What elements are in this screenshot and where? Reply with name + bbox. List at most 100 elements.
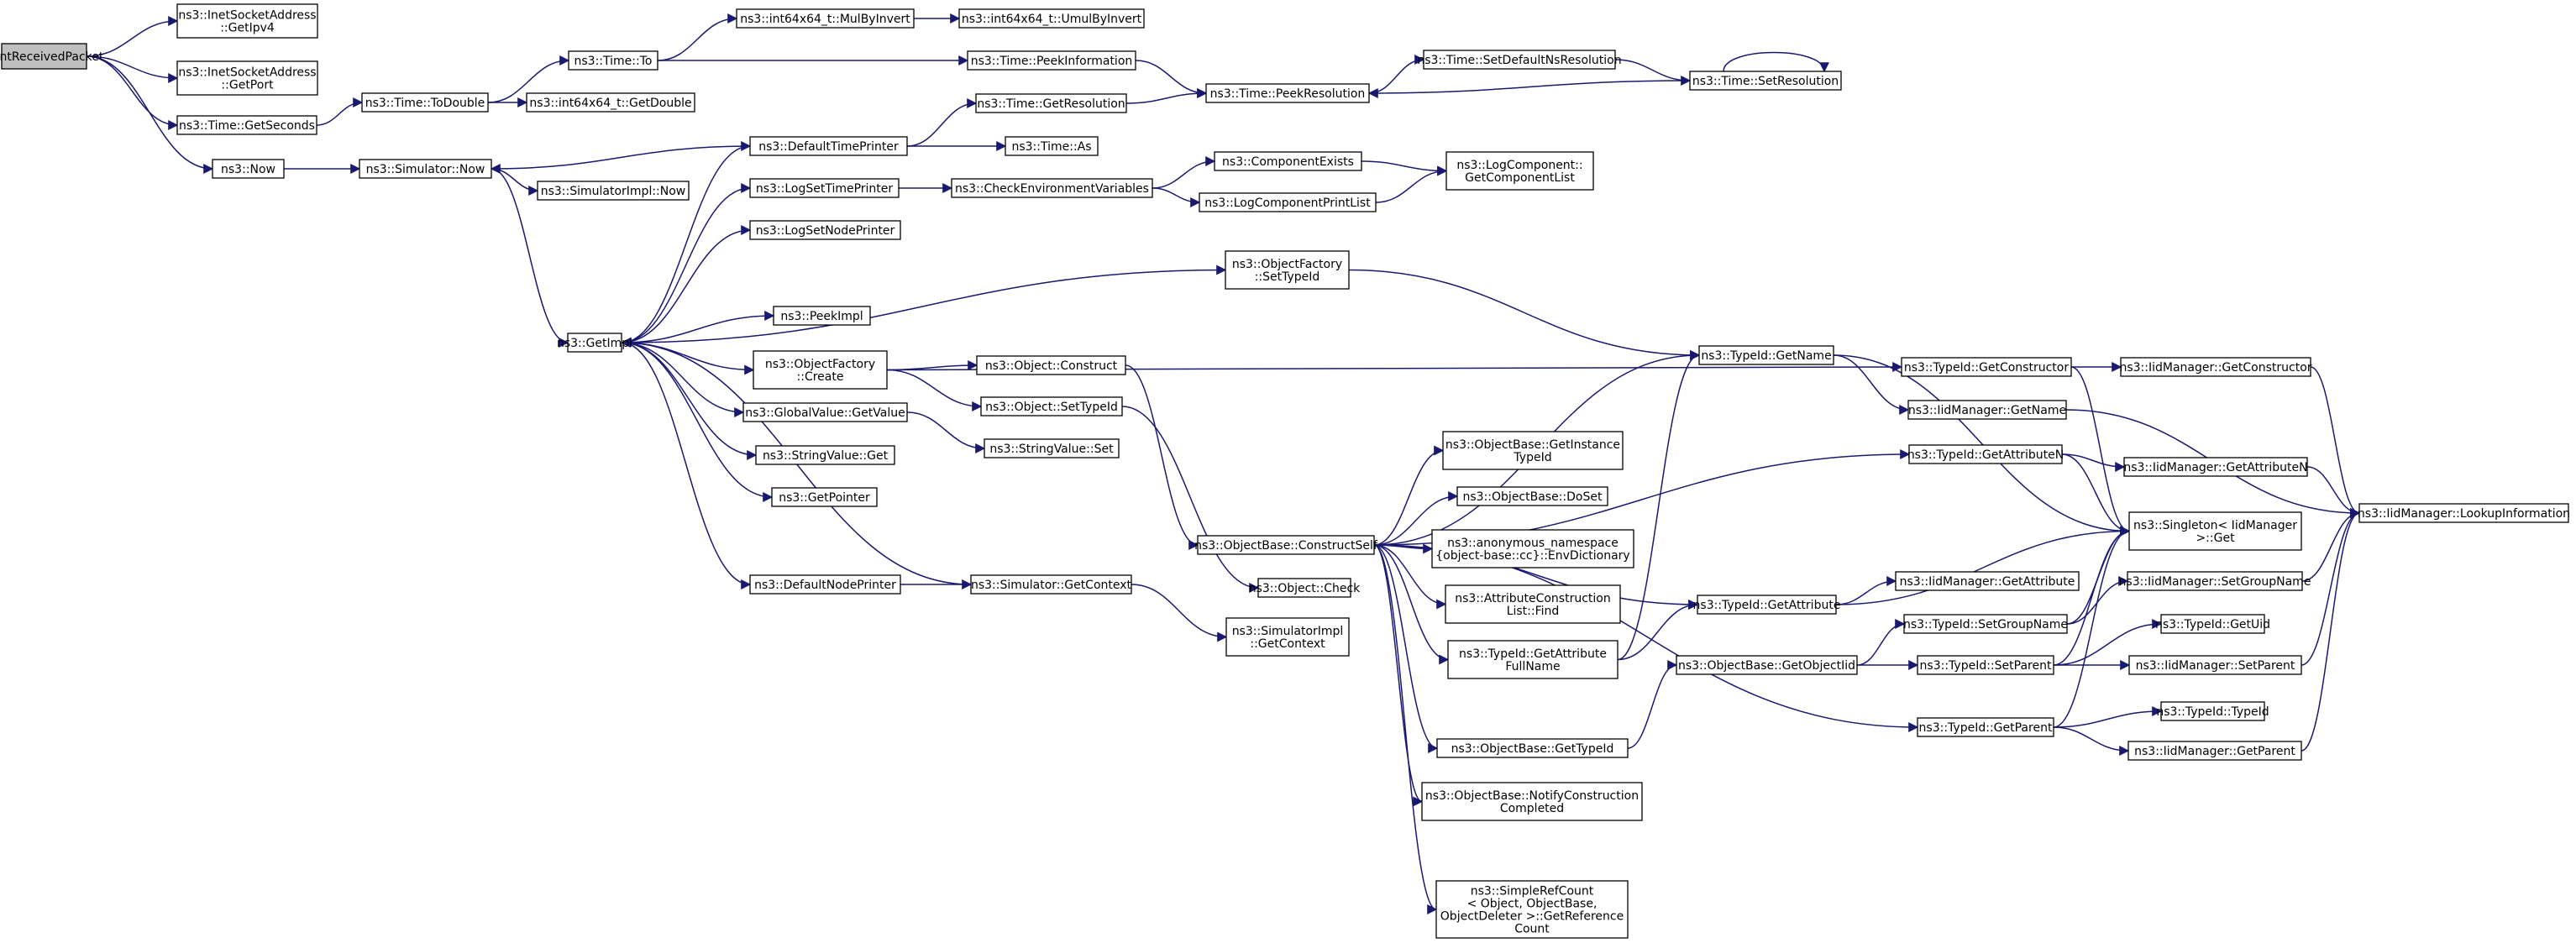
node-box [984, 438, 1120, 458]
node-iidgetname[interactable]: ns3::IidManager::GetName [1907, 400, 2067, 420]
node-timeto[interactable]: ns3::Time::To [568, 50, 658, 71]
node-iidsetgroupname[interactable]: ns3::IidManager::SetGroupName [2119, 571, 2311, 591]
node-objconstruct[interactable]: ns3::Object::Construct [976, 355, 1126, 375]
node-getobjectiid[interactable]: ns3::ObjectBase::GetObjectIid [1676, 655, 1858, 675]
node-box [1917, 717, 2054, 737]
node-simimplgetcontext[interactable]: ns3::SimulatorImpl::GetContext [1225, 617, 1350, 657]
node-logsettimeprinter[interactable]: ns3::LogSetTimePrinter [749, 178, 900, 198]
node-getpointer[interactable]: ns3::GetPointer [771, 487, 878, 507]
node-peekimpl[interactable]: ns3::PeekImpl [773, 306, 871, 326]
node-iidgetconstructor[interactable]: ns3::IidManager::GetConstructor [2119, 357, 2312, 377]
node-simplerefcount[interactable]: ns3::SimpleRefCount< Object, ObjectBase,… [1435, 880, 1629, 939]
node-mulbyinvert[interactable]: ns3::int64x64_t::MulByInvert [736, 8, 915, 29]
node-iidlookup[interactable]: ns3::IidManager::LookupInformation [2358, 503, 2570, 523]
node-strget[interactable]: ns3::StringValue::Get [755, 445, 895, 465]
node-label: ns3::SimpleRefCount< Object, ObjectBase,… [1440, 885, 1624, 936]
node-tidgetattributen[interactable]: ns3::TypeId::GetAttributeN [1907, 444, 2064, 464]
node-root[interactable]: PrintReceivedPacket [0, 43, 104, 70]
node-box [1423, 50, 1616, 70]
edge-getattrfullname-to-tidgetattribute [1617, 600, 1699, 661]
node-getipv4[interactable]: ns3::InetSocketAddress::GetIpv4 [176, 3, 318, 39]
node-simgetcontext[interactable]: ns3::Simulator::GetContext [970, 574, 1132, 595]
node-tidgetattribute[interactable]: ns3::TypeId::GetAttribute [1693, 595, 1841, 615]
node-timeas[interactable]: ns3::Time::As [1005, 136, 1099, 156]
node-label: ns3::IidManager::GetName [1908, 404, 2066, 417]
node-getimpl[interactable]: ns3::GetImpl [557, 333, 632, 353]
node-todouble[interactable]: ns3::Time::ToDouble [361, 92, 489, 113]
node-box [361, 92, 489, 113]
node-label: ns3::LogSetNodePrinter [756, 224, 895, 238]
node-label: ns3::TypeId::GetConstructor [1904, 361, 2069, 375]
node-constructself[interactable]: ns3::ObjectBase::ConstructSelf [1194, 535, 1378, 555]
node-simnow[interactable]: ns3::Simulator::Now [359, 159, 492, 179]
node-checkenv[interactable]: ns3::CheckEnvironmentVariables [951, 178, 1153, 198]
node-obgettypeid[interactable]: ns3::ObjectBase::GetTypeId [1436, 738, 1629, 758]
node-simimplnow[interactable]: ns3::SimulatorImpl::Now [537, 181, 690, 201]
node-box [176, 115, 317, 135]
node-getseconds[interactable]: ns3::Time::GetSeconds [176, 115, 317, 135]
edge-tidgetattribute-to-singletonget [1835, 526, 2131, 605]
node-tidtypeid[interactable]: ns3::TypeId::TypeId [2156, 701, 2269, 721]
edge-getimpl-to-gvgetvalue [621, 342, 745, 417]
node-tidgetconstructor[interactable]: ns3::TypeId::GetConstructor [1901, 357, 2072, 377]
node-tidgetparent[interactable]: ns3::TypeId::GetParent [1917, 717, 2054, 737]
node-getport[interactable]: ns3::InetSocketAddress::GetPort [176, 60, 318, 96]
node-logsetnodeprinter[interactable]: ns3::LogSetNodePrinter [749, 220, 901, 240]
edge-tidsetparent-to-singletonget [2053, 526, 2131, 666]
node-box [1676, 655, 1858, 675]
node-box [1689, 71, 1842, 91]
edge-tidsetparent-to-tidgetuid [2053, 619, 2163, 666]
node-iidsetparent[interactable]: ns3::IidManager::SetParent [2128, 655, 2302, 675]
node-label: ns3::ComponentExists [1222, 155, 1354, 169]
node-label: ns3::Time::ToDouble [365, 97, 485, 110]
node-getdouble[interactable]: ns3::int64x64_t::GetDouble [526, 92, 695, 113]
edge-simnow-to-getimpl [491, 168, 569, 348]
node-tidgetuid[interactable]: ns3::TypeId::GetUid [2155, 614, 2270, 634]
node-defnodeprinter[interactable]: ns3::DefaultNodePrinter [749, 574, 901, 595]
node-logcompgetlist[interactable]: ns3::LogComponent::GetComponentList [1445, 151, 1594, 191]
node-iidgetattributen[interactable]: ns3::IidManager::GetAttributeN [2123, 457, 2308, 477]
node-box [1197, 535, 1375, 555]
node-objsettypeid[interactable]: ns3::Object::SetTypeId [980, 396, 1123, 416]
node-envdict[interactable]: ns3::anonymous_namespace{object-base::cc… [1431, 529, 1634, 568]
node-strset[interactable]: ns3::StringValue::Set [984, 438, 1120, 458]
node-ofsettypeid[interactable]: ns3::ObjectFactory::SetTypeId [1225, 250, 1350, 290]
node-label: ns3::ObjectBase::DoSet [1463, 490, 1603, 504]
node-doset[interactable]: ns3::ObjectBase::DoSet [1456, 486, 1608, 506]
node-box [755, 445, 895, 465]
node-iidgetattribute[interactable]: ns3::IidManager::GetAttribute [1895, 571, 2080, 591]
node-setres[interactable]: ns3::Time::SetResolution [1689, 71, 1842, 91]
node-tidsetgroupname[interactable]: ns3::TypeId::SetGroupName [1903, 614, 2068, 634]
node-singletonget[interactable]: ns3::Singleton< IidManager>::Get [2128, 511, 2302, 551]
node-gvgetvalue[interactable]: ns3::GlobalValue::GetValue [742, 402, 908, 422]
node-tidgetname[interactable]: ns3::TypeId::GetName [1698, 345, 1834, 365]
node-peekres[interactable]: ns3::Time::PeekResolution [1205, 83, 1370, 103]
node-now[interactable]: ns3::Now [212, 159, 285, 179]
node-box [2160, 614, 2265, 634]
node-box [1903, 614, 2068, 634]
node-setdefns[interactable]: ns3::Time::SetDefaultNsResolution [1417, 50, 1622, 70]
node-getresolution[interactable]: ns3::Time::GetResolution [975, 93, 1127, 113]
node-box [1199, 192, 1377, 212]
node-iidgetparent[interactable]: ns3::IidManager::GetParent [2127, 741, 2302, 761]
node-compexists[interactable]: ns3::ComponentExists [1214, 151, 1362, 171]
node-peekinfo[interactable]: ns3::Time::PeekInformation [967, 50, 1136, 71]
node-box [1447, 640, 1619, 679]
node-label: ns3::IidManager::SetParent [2136, 659, 2295, 673]
node-tidsetparent[interactable]: ns3::TypeId::SetParent [1917, 655, 2054, 675]
node-label: ns3::Time::SetResolution [1692, 75, 1839, 88]
node-logcompprintlist[interactable]: ns3::LogComponentPrintList [1199, 192, 1377, 212]
edge-constructself-to-obgettypeid [1373, 544, 1439, 753]
node-umulbyinvert[interactable]: ns3::int64x64_t::UmulByInvert [958, 8, 1145, 29]
node-objcheck[interactable]: ns3::Object::Check [1249, 578, 1361, 598]
node-deftimeprinter[interactable]: ns3::DefaultTimePrinter [749, 136, 908, 156]
node-ofcreate[interactable]: ns3::ObjectFactory::Create [753, 350, 888, 390]
node-box [749, 136, 908, 156]
